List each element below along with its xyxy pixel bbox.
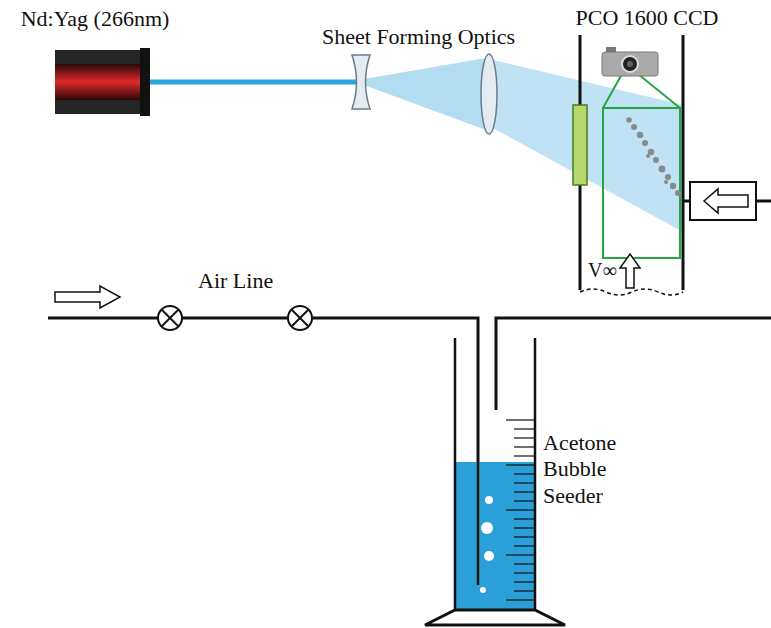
cylinder-base bbox=[425, 610, 565, 625]
acetone-liquid bbox=[456, 462, 534, 610]
injector-tube bbox=[756, 200, 771, 203]
laser-sheet bbox=[493, 60, 683, 232]
flow-arrow bbox=[620, 254, 640, 288]
field-of-view bbox=[638, 74, 680, 108]
graduation-tick bbox=[514, 581, 534, 582]
graduation-tick bbox=[514, 545, 534, 546]
air-line bbox=[48, 318, 478, 585]
graduation-tick bbox=[514, 446, 534, 447]
diverging-beam bbox=[364, 58, 486, 130]
graduation-tick bbox=[514, 572, 534, 573]
injector-tube bbox=[683, 200, 690, 203]
laser-cap bbox=[140, 48, 150, 116]
camera-body bbox=[602, 52, 658, 76]
camera-lens bbox=[627, 61, 633, 67]
graduation-tick bbox=[514, 536, 534, 537]
graduation-tick bbox=[506, 509, 534, 510]
laser-glow bbox=[55, 64, 143, 100]
camera: PCO 1600 CCD bbox=[556, 2, 738, 82]
graduation-tick bbox=[514, 473, 534, 474]
part-label: Air Line bbox=[198, 268, 273, 294]
graduation-tick bbox=[514, 518, 534, 519]
flow-arrow bbox=[55, 286, 120, 308]
graduation-tick bbox=[514, 563, 534, 564]
graduation-tick bbox=[514, 455, 534, 456]
graduation-tick bbox=[506, 599, 534, 600]
valve-symbol bbox=[158, 306, 182, 330]
graduation-tick bbox=[514, 482, 534, 483]
field-of-view bbox=[603, 74, 622, 108]
air-line bbox=[496, 318, 771, 410]
camera-lens bbox=[622, 56, 638, 72]
bubble-seeder: Acetone Bubble Seeder bbox=[420, 330, 640, 628]
convex-lens bbox=[481, 54, 497, 134]
graduation-tick bbox=[506, 554, 534, 555]
graduation-tick bbox=[514, 527, 534, 528]
optical-window bbox=[573, 105, 587, 185]
graduation-tick bbox=[514, 590, 534, 591]
graduation-tick bbox=[514, 500, 534, 501]
section-break bbox=[580, 289, 683, 295]
field-of-view bbox=[603, 108, 680, 258]
concave-lens bbox=[352, 55, 370, 109]
graduation-tick bbox=[514, 428, 534, 429]
air-line bbox=[477, 462, 480, 585]
cylinder-wall bbox=[534, 338, 537, 610]
graduation-tick bbox=[514, 437, 534, 438]
injector-box bbox=[690, 182, 756, 220]
valve-symbol bbox=[288, 306, 312, 330]
laser-beam bbox=[150, 80, 360, 85]
part-label: V∞ bbox=[588, 258, 617, 282]
laser-body bbox=[55, 50, 143, 114]
test-section-wall bbox=[682, 35, 685, 290]
graduation-tick bbox=[506, 419, 534, 420]
cylinder-wall bbox=[454, 338, 457, 610]
bubble bbox=[480, 496, 494, 593]
seeded-jet bbox=[626, 117, 681, 196]
flow-arrow bbox=[704, 189, 748, 213]
graduation-tick bbox=[514, 491, 534, 492]
graduation-ticks bbox=[506, 420, 534, 600]
part-label: Sheet Forming Optics bbox=[322, 24, 515, 50]
node-label: Nd:Yag (266nm) bbox=[12, 6, 178, 32]
laser-source: Nd:Yag (266nm) bbox=[12, 2, 178, 116]
node-label: PCO 1600 CCD bbox=[556, 5, 738, 31]
node-label: Acetone Bubble Seeder bbox=[543, 430, 638, 509]
graduation-tick bbox=[506, 464, 534, 465]
